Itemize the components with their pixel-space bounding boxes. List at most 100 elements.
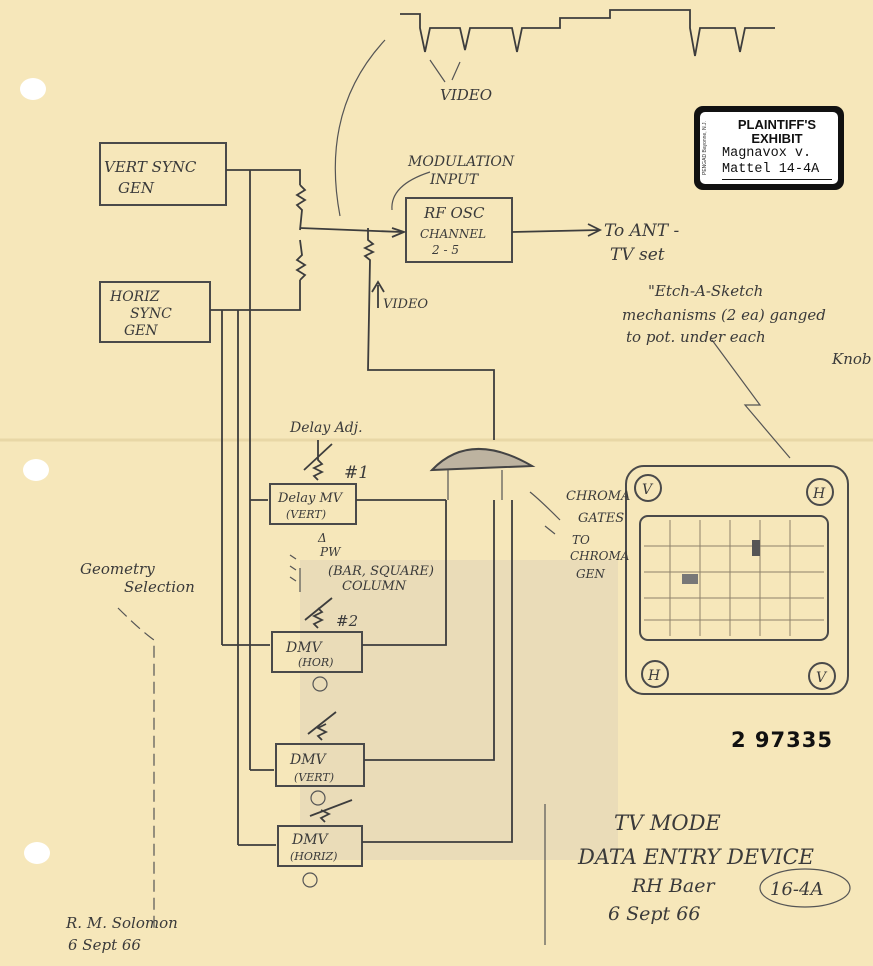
- chroma-gate-dome: [429, 447, 536, 472]
- etch-a-sketch-screen: [639, 515, 829, 641]
- exhibit-circle-outline: [759, 868, 851, 908]
- to-chroma-line1: TO: [572, 533, 590, 547]
- rf-osc-box: [405, 197, 513, 263]
- binder-hole: [20, 78, 46, 100]
- vert-sync-line1: VERT SYNC: [104, 158, 197, 176]
- bar-square-line2: COLUMN: [342, 579, 407, 594]
- horiz-sync-line1: HORIZ: [109, 289, 160, 305]
- dmv-horiz-output: [362, 500, 513, 843]
- geometry-arrow: [117, 607, 155, 930]
- document-number: 2 97335: [731, 728, 833, 752]
- delay-mv-line1: Delay MV: [277, 491, 344, 506]
- dmv-vert-pot: [307, 711, 337, 741]
- bar-square-line1: (BAR, SQUARE): [328, 564, 434, 579]
- screen-bar-mark: [752, 540, 760, 556]
- modulation-label-2: INPUT: [429, 172, 480, 188]
- vert-sync-line2: GEN: [118, 179, 155, 197]
- pw-switch: [289, 554, 301, 592]
- exhibit-title-line1: PLAINTIFF'S: [737, 117, 817, 132]
- modulation-arrow: [391, 171, 431, 211]
- dome-leads: [447, 470, 503, 500]
- dmv-horiz-knob: [302, 872, 318, 888]
- video-mix-wire: [362, 228, 495, 440]
- dmv-hor-line2: (HOR): [298, 656, 333, 669]
- knob-label-top-left: V: [642, 482, 654, 498]
- signature-left-name: R. M. Solomon: [65, 914, 178, 932]
- exhibit-circle-text: 16-4A: [770, 879, 823, 900]
- rf-osc-line3: 2 - 5: [431, 243, 459, 257]
- exhibit-case-line2: Mattel 14-4A: [722, 162, 820, 177]
- exhibit-case-line1: Magnavox v.: [722, 146, 812, 161]
- etch-note-arrow: [711, 339, 791, 459]
- delay-adj-label: Delay Adj.: [289, 420, 363, 436]
- video-arrow: [371, 280, 385, 308]
- video-waveform-pointer: [429, 59, 461, 83]
- horiz-sync-line3: GEN: [124, 323, 158, 339]
- dmv-hor-line1: DMV: [285, 640, 324, 656]
- num1-label: #1: [344, 463, 369, 483]
- delay-mv-line2: (VERT): [286, 508, 326, 521]
- etch-note-line4: Knob: [831, 350, 872, 368]
- rf-arrowhead: [391, 227, 407, 238]
- knob-top-left: [634, 474, 662, 502]
- dmv-vert-knob: [310, 790, 326, 806]
- to-chroma-line3: GEN: [576, 567, 605, 581]
- video-arrow-label: VIDEO: [383, 297, 428, 312]
- dmv-horiz-pot: [309, 799, 353, 823]
- video-top-label: VIDEO: [440, 86, 492, 104]
- exhibit-side-text: PENGAD Bayonne, N.J.: [702, 121, 708, 175]
- screen-square-mark: [682, 574, 698, 584]
- signature-right-date: 6 Sept 66: [608, 903, 700, 925]
- etch-a-sketch-body: [625, 465, 849, 695]
- sum-to-rf-wire: [299, 227, 403, 233]
- knob-top-right: [806, 478, 834, 506]
- dmv-horiz-line2: (HORIZ): [290, 850, 337, 863]
- num2-label: #2: [336, 612, 358, 630]
- dmv-hor-output: [362, 500, 447, 646]
- pw-delta: Δ: [317, 531, 327, 545]
- shaded-region: [300, 560, 618, 860]
- horiz-sync-gen-box: [99, 281, 211, 343]
- delay-adj-pot: [303, 440, 333, 481]
- exhibit-underline: [722, 179, 832, 180]
- exhibit-sticker-face: PENGAD Bayonne, N.J. PLAINTIFF'S EXHIBIT…: [700, 112, 838, 184]
- dmv-horiz-box: [277, 825, 363, 867]
- dmv-hor-pot: [304, 597, 333, 629]
- exhibit-sticker: PENGAD Bayonne, N.J. PLAINTIFF'S EXHIBIT…: [694, 106, 844, 190]
- vert-sync-wire: [226, 169, 307, 231]
- horiz-sync-wire: [210, 239, 307, 311]
- knob-label-top-right: H: [812, 486, 826, 502]
- geometry-line1: Geometry: [80, 560, 155, 578]
- etch-note-line1: "Etch-A-Sketch: [648, 282, 763, 300]
- geometry-line2: Selection: [124, 578, 195, 596]
- binder-hole: [24, 842, 50, 864]
- tv-mode-label: TV MODE: [614, 811, 721, 835]
- screen-grid: [644, 520, 824, 636]
- knob-label-bottom-right: V: [816, 670, 828, 686]
- etch-note-line2: mechanisms (2 ea) ganged: [622, 306, 826, 324]
- horiz-sync-line2: SYNC: [130, 306, 172, 322]
- modulation-label-1: MODULATION: [407, 154, 515, 170]
- knob-label-bottom-left: H: [647, 668, 661, 684]
- etch-note-line3: to pot. under each: [626, 328, 766, 346]
- chroma-gates-line2: GATES: [578, 511, 624, 526]
- knob-bottom-left: [641, 660, 669, 688]
- signature-right-name: RH Baer: [631, 875, 716, 897]
- signature-left-date: 6 Sept 66: [68, 936, 141, 954]
- dmv-hor-box: [271, 631, 363, 673]
- dmv-horiz-line1: DMV: [291, 832, 330, 848]
- to-ant-arrow: [511, 223, 603, 237]
- knob-bottom-right: [808, 662, 836, 690]
- dmv-vert-line2: (VERT): [294, 771, 334, 784]
- to-ant-line1: To ANT -: [604, 221, 680, 241]
- dmv-vert-line1: DMV: [289, 752, 328, 768]
- to-chroma-line2: CHROMA: [570, 549, 630, 563]
- data-entry-device-label: DATA ENTRY DEVICE: [577, 845, 814, 869]
- delay-mv-box: [269, 483, 357, 525]
- exhibit-title: PLAINTIFF'S EXHIBIT: [718, 118, 836, 146]
- to-ant-line2: TV set: [610, 245, 665, 265]
- pw-label: PW: [319, 545, 342, 559]
- dmv-vert-box: [275, 743, 365, 787]
